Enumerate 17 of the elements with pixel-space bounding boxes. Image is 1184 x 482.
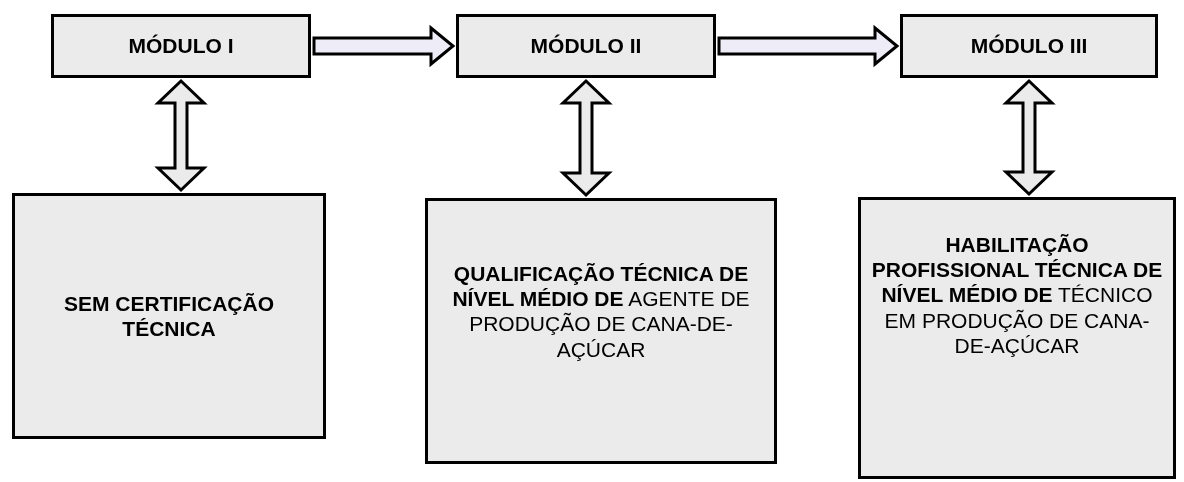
certification-box — [425, 198, 777, 464]
module-box — [456, 14, 716, 78]
module-title: MÓDULO II — [530, 33, 642, 59]
module-title: MÓDULO III — [970, 33, 1088, 59]
module-title: MÓDULO I — [128, 33, 234, 59]
double-block-arrow — [559, 78, 613, 198]
module-box — [51, 14, 311, 78]
double-block-arrow — [154, 78, 208, 193]
certification-box — [12, 193, 326, 439]
certification-text: QUALIFICAÇÃO TÉCNICA DE NÍVEL MÉDIO DE AGENTE DE PRODUÇÃO DE CANA-DE-AÇÚCAR — [451, 261, 751, 362]
module-box — [900, 14, 1158, 78]
double-block-arrow — [1002, 78, 1056, 197]
certification-text: SEM CERTIFICAÇÃO TÉCNICA — [63, 290, 275, 342]
block-arrow — [717, 24, 900, 68]
block-arrow — [312, 24, 456, 68]
certification-text: HABILITAÇÃO PROFISSIONAL TÉCNICA DE NÍVEL MÉDIO DE TÉCNICO EM PRODUÇÃO DE CANA-DE-AÇÚCAR — [870, 232, 1164, 358]
certification-box — [858, 197, 1176, 479]
